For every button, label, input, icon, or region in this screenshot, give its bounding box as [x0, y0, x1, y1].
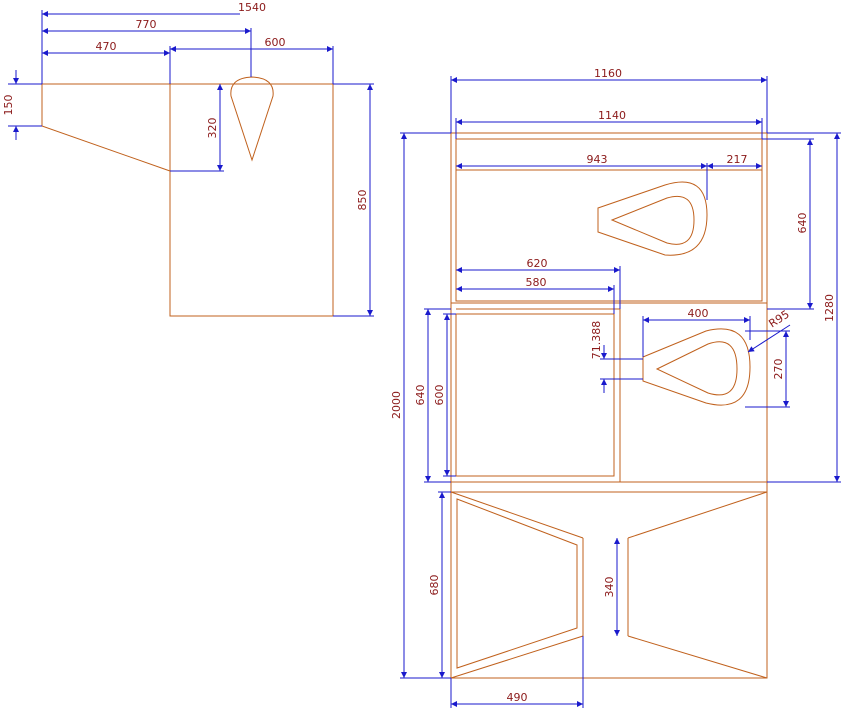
dim-label-1140: 1140 — [598, 109, 626, 122]
left-teardrop — [230, 76, 274, 162]
dim-label-850: 850 — [356, 190, 369, 211]
dim-label-580: 580 — [526, 276, 547, 289]
right-outline — [450, 132, 768, 679]
dim-label-71388: 71.388 — [590, 321, 603, 360]
dim-label-2000: 2000 — [390, 391, 403, 419]
dim-label-490: 490 — [507, 691, 528, 704]
dimension-labels: 1540 770 470 600 150 320 850 1160 1140 9… — [2, 1, 836, 704]
dim-label-217: 217 — [727, 153, 748, 166]
dim-label-400: 400 — [688, 307, 709, 320]
left-part — [41, 76, 334, 317]
dim-label-1540: 1540 — [238, 1, 266, 14]
dim-label-640b: 640 — [414, 385, 427, 406]
dim-label-943: 943 — [587, 153, 608, 166]
dim-label-320: 320 — [206, 118, 219, 139]
dim-label-770: 770 — [136, 18, 157, 31]
dim-label-640a: 640 — [796, 213, 809, 234]
middle-teardrop-outer — [642, 328, 751, 406]
top-panel — [455, 138, 763, 302]
right-part — [450, 132, 768, 679]
dim-line-R95 — [747, 324, 791, 353]
dim-label-150: 150 — [2, 95, 15, 116]
left-outline — [41, 83, 334, 317]
dim-label-R95: R95 — [766, 308, 791, 331]
top-teardrop-inner — [610, 195, 695, 245]
dim-label-600a: 600 — [265, 36, 286, 49]
bottom-left-trapezoid — [456, 498, 578, 669]
dim-label-600b: 600 — [433, 385, 446, 406]
dim-label-680: 680 — [428, 575, 441, 596]
dim-label-470: 470 — [96, 40, 117, 53]
top-teardrop-outer — [597, 181, 708, 256]
middle-teardrop-inner — [655, 341, 738, 396]
middle-square-panel — [455, 313, 615, 477]
right-dimensions — [400, 76, 841, 708]
dim-label-1160: 1160 — [594, 67, 622, 80]
dim-label-1280: 1280 — [823, 294, 836, 322]
dim-label-620: 620 — [527, 257, 548, 270]
left-dimensions — [8, 10, 374, 317]
dim-label-270: 270 — [772, 359, 785, 380]
dim-label-340: 340 — [603, 577, 616, 598]
